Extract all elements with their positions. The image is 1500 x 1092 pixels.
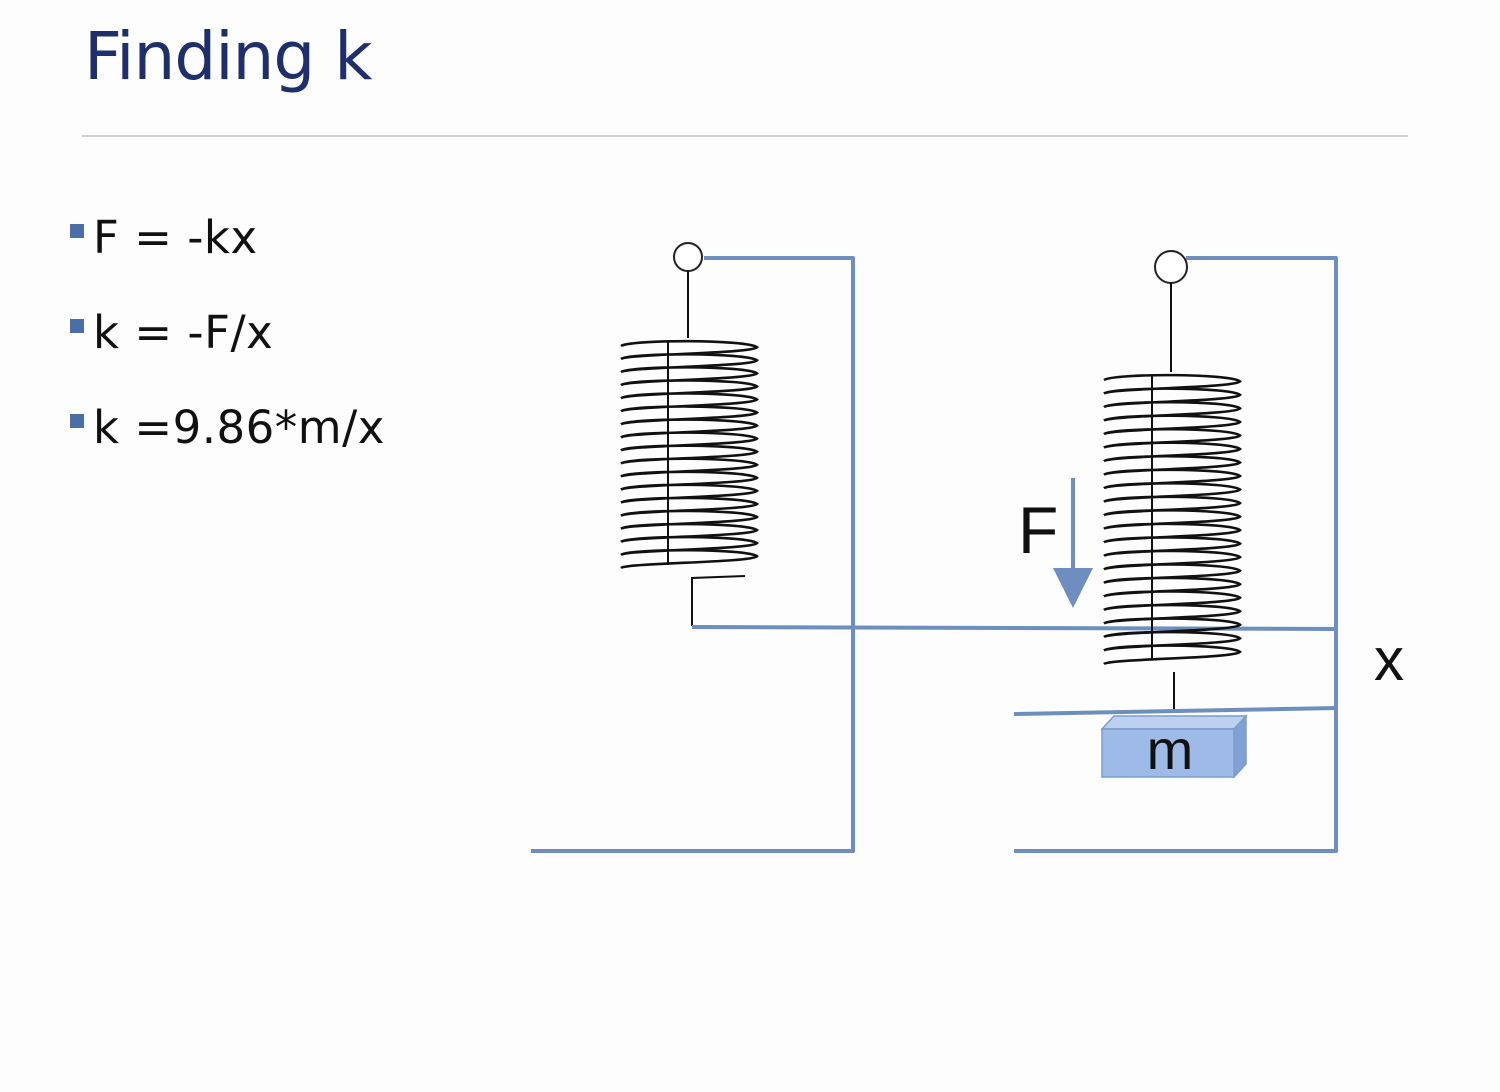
square-bullet-icon xyxy=(70,318,84,333)
force-label: F xyxy=(1018,493,1058,567)
bullet-item: k = -F/x xyxy=(70,285,385,380)
bullet-text: k = -F/x xyxy=(93,306,274,359)
square-bullet-icon xyxy=(70,413,84,428)
slide-title: Finding k xyxy=(84,18,372,95)
left-hook-ring-icon xyxy=(673,242,703,272)
mass-top-line xyxy=(1013,706,1339,716)
left-stand-frame xyxy=(531,256,855,853)
bullet-item: F = -kx xyxy=(70,190,385,285)
bullet-item: k =9.86*m/x xyxy=(70,380,385,475)
mass-block: m xyxy=(1100,714,1248,781)
spring-coil-path xyxy=(1103,373,1242,666)
displacement-label: x xyxy=(1374,626,1404,693)
right-hook-ring-icon xyxy=(1154,250,1188,284)
right-stand-frame xyxy=(1014,256,1338,853)
bullet-list: F = -kx k = -F/x k =9.86*m/x xyxy=(70,190,385,475)
spring-coil-path xyxy=(620,339,759,570)
left-spring-coil-icon xyxy=(620,339,759,570)
left-spring-bottom-wire xyxy=(691,575,746,626)
bullet-text: F = -kx xyxy=(93,211,258,264)
right-spring-coil-icon xyxy=(1103,373,1242,666)
reference-line xyxy=(691,625,1339,631)
bullet-text: k =9.86*m/x xyxy=(93,401,385,454)
mass-label: m xyxy=(1147,718,1194,781)
title-divider xyxy=(82,135,1408,137)
square-bullet-icon xyxy=(70,223,84,238)
